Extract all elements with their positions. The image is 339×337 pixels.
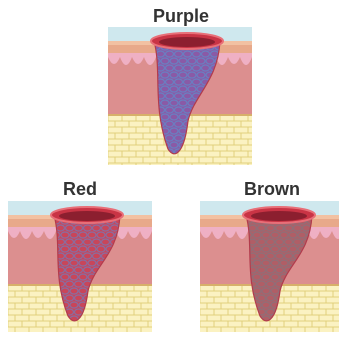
panel-title-brown: Brown [200, 179, 339, 200]
panel-title-red: Red [8, 179, 152, 200]
skin-cross-section-red [8, 201, 152, 332]
skin-cross-section-purple [108, 27, 252, 165]
skin-cross-section-brown [200, 201, 339, 332]
panel-title-purple: Purple [109, 6, 253, 27]
